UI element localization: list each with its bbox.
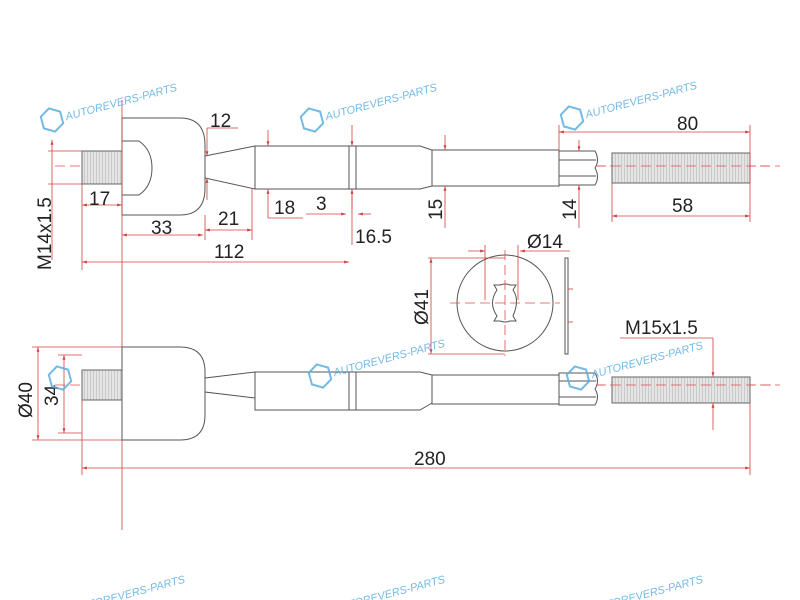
- shaft: [254, 145, 350, 190]
- washer: [428, 245, 573, 356]
- ball-housing: [121, 346, 206, 441]
- dim-14: 14: [560, 198, 581, 220]
- watermark-text: AUTOREVERS-PARTS: [63, 82, 179, 124]
- dim-280: 280: [414, 449, 446, 470]
- dim-12: 12: [210, 111, 231, 132]
- dim-15: 15: [426, 199, 447, 220]
- dim-112: 112: [214, 242, 244, 263]
- dim-33: 33: [151, 218, 172, 239]
- watermark-text: AUTOREVERS-PARTS: [71, 574, 187, 600]
- dim-washer-inner: Ø14: [527, 232, 563, 253]
- top-tie-rod: [55, 117, 780, 216]
- watermark-text: AUTOREVERS-PARTS: [589, 574, 705, 600]
- dim-21: 21: [218, 209, 239, 230]
- groove-ring: [348, 145, 357, 190]
- dim-m14x1-5: M14x1.5: [35, 197, 56, 270]
- dim-17: 17: [89, 189, 110, 210]
- rod: [431, 149, 560, 187]
- ball-joint: [121, 140, 153, 196]
- outer-thread: [611, 152, 751, 184]
- dim-washer-outer: Ø41: [412, 289, 433, 325]
- neck: [204, 371, 256, 399]
- top-dimension-lines: [48, 100, 751, 530]
- shaft: [254, 371, 350, 411]
- dim-80: 80: [677, 114, 698, 135]
- watermark-text: AUTOREVERS-PARTS: [589, 340, 705, 382]
- inner-thread: [81, 150, 123, 185]
- dim-34: 34: [42, 384, 63, 406]
- outer-thread: [611, 376, 751, 404]
- rod: [431, 374, 560, 405]
- bottom-tie-rod: [32, 337, 780, 475]
- dim-16-5: 16.5: [355, 227, 392, 248]
- dimension-labels: 12 17 33 21 18 3 16.5 112 M14x1.5 15 14 …: [16, 111, 698, 470]
- spline: [558, 150, 598, 186]
- dim-18: 18: [274, 198, 295, 219]
- watermark-text: AUTOREVERS-PARTS: [323, 82, 439, 124]
- dim-40: Ø40: [16, 382, 37, 418]
- dim-58: 58: [672, 196, 693, 217]
- inner-thread: [81, 369, 123, 401]
- dim-3: 3: [316, 194, 327, 215]
- dim-m15x1-5: M15x1.5: [625, 318, 698, 339]
- shaft-section: [355, 145, 433, 190]
- watermark-text: AUTOREVERS-PARTS: [331, 574, 447, 600]
- neck: [204, 145, 256, 190]
- washer-side: [564, 257, 569, 355]
